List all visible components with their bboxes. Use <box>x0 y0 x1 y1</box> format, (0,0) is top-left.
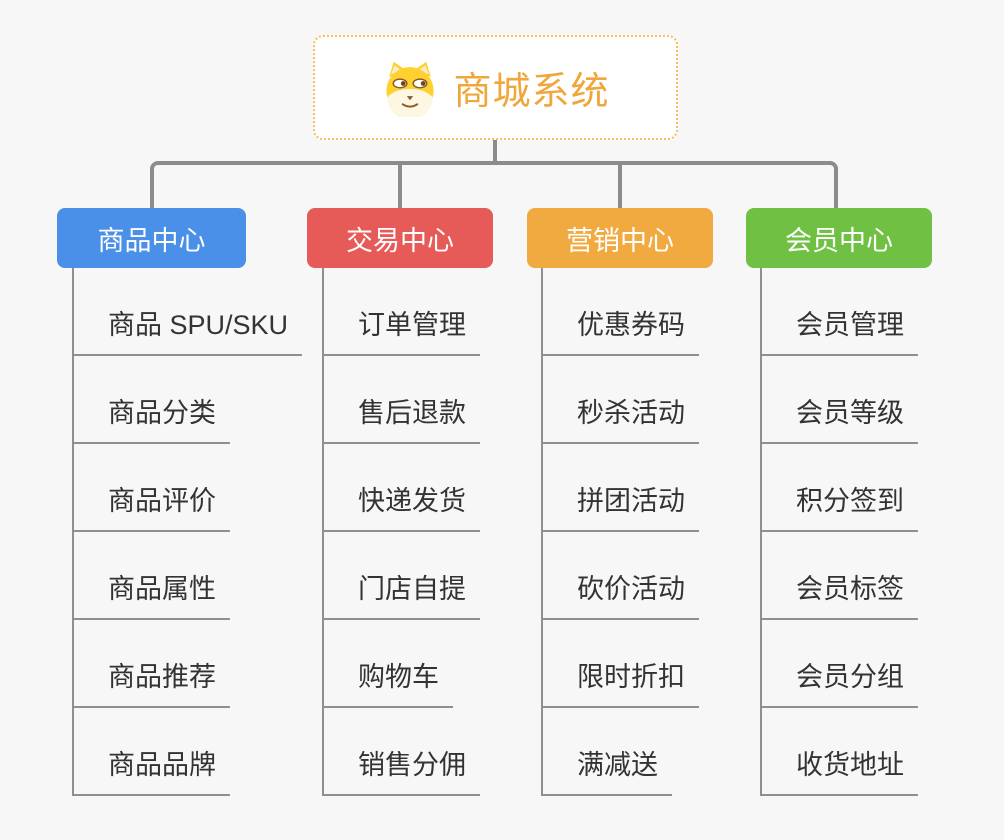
leaf-label: 积分签到 <box>762 479 918 532</box>
branch-node-marketing-center[interactable]: 营销中心 <box>527 208 713 268</box>
branch-node-trade-center[interactable]: 交易中心 <box>307 208 493 268</box>
leaf-node[interactable]: 限时折扣 <box>543 620 699 708</box>
leaf-node[interactable]: 积分签到 <box>762 444 918 532</box>
leaf-column-product: 商品 SPU/SKU 商品分类 商品评价 商品属性 商品推荐 商品品牌 <box>72 268 303 796</box>
leaf-label: 优惠券码 <box>543 303 699 356</box>
leaf-label: 商品品牌 <box>74 743 230 796</box>
branch-label: 会员中心 <box>785 225 893 256</box>
leaf-node[interactable]: 会员标签 <box>762 532 918 620</box>
leaf-label: 购物车 <box>324 655 453 708</box>
branch-label: 交易中心 <box>346 225 454 256</box>
leaf-column-trade: 订单管理 售后退款 快递发货 门店自提 购物车 销售分佣 <box>322 268 480 796</box>
root-node-mall-system[interactable]: 商城系统 <box>313 35 678 140</box>
leaf-label: 满减送 <box>543 743 672 796</box>
connector-drop-branch-3 <box>618 163 622 209</box>
leaf-column-member: 会员管理 会员等级 积分签到 会员标签 会员分组 收货地址 <box>760 268 918 796</box>
leaf-node[interactable]: 购物车 <box>324 620 480 708</box>
leaf-label: 会员分组 <box>762 655 918 708</box>
leaf-label: 订单管理 <box>324 303 480 356</box>
leaf-label: 会员等级 <box>762 391 918 444</box>
leaf-label: 快递发货 <box>324 479 480 532</box>
connector-root-drop <box>493 140 497 163</box>
leaf-node[interactable]: 商品属性 <box>74 532 302 620</box>
leaf-node[interactable]: 商品评价 <box>74 444 302 532</box>
connector-drop-branch-2 <box>398 163 402 209</box>
leaf-node[interactable]: 门店自提 <box>324 532 480 620</box>
leaf-node[interactable]: 会员等级 <box>762 356 918 444</box>
leaf-node[interactable]: 砍价活动 <box>543 532 699 620</box>
leaf-node[interactable]: 商品分类 <box>74 356 302 444</box>
leaf-node[interactable]: 快递发货 <box>324 444 480 532</box>
leaf-label: 限时折扣 <box>543 655 699 708</box>
branch-node-member-center[interactable]: 会员中心 <box>746 208 932 268</box>
branch-label: 商品中心 <box>97 225 206 256</box>
leaf-label: 商品评价 <box>74 479 230 532</box>
root-title: 商城系统 <box>453 71 610 113</box>
leaf-label: 售后退款 <box>324 391 480 444</box>
leaf-node[interactable]: 会员分组 <box>762 620 918 708</box>
leaf-label: 会员管理 <box>762 303 918 356</box>
leaf-label: 拼团活动 <box>543 479 699 532</box>
leaf-node[interactable]: 会员管理 <box>762 268 918 356</box>
leaf-label: 收货地址 <box>762 743 918 796</box>
connector-branch-frame <box>150 161 838 209</box>
dog-face-icon <box>381 59 439 117</box>
leaf-node[interactable]: 商品推荐 <box>74 620 302 708</box>
leaf-node[interactable]: 销售分佣 <box>324 708 480 796</box>
leaf-label: 砍价活动 <box>543 567 699 620</box>
leaf-node[interactable]: 收货地址 <box>762 708 918 796</box>
leaf-node[interactable]: 商品 SPU/SKU <box>74 268 303 356</box>
leaf-label: 商品 SPU/SKU <box>74 303 303 356</box>
leaf-column-marketing: 优惠券码 秒杀活动 拼团活动 砍价活动 限时折扣 满减送 <box>541 268 699 796</box>
leaf-label: 商品推荐 <box>74 655 230 708</box>
leaf-node[interactable]: 满减送 <box>543 708 699 796</box>
leaf-node[interactable]: 订单管理 <box>324 268 480 356</box>
leaf-label: 商品属性 <box>74 567 230 620</box>
leaf-label: 销售分佣 <box>324 743 480 796</box>
leaf-node[interactable]: 售后退款 <box>324 356 480 444</box>
leaf-label: 会员标签 <box>762 567 918 620</box>
branch-node-product-center[interactable]: 商品中心 <box>57 208 246 268</box>
leaf-label: 商品分类 <box>74 391 230 444</box>
leaf-label: 秒杀活动 <box>543 391 699 444</box>
leaf-node[interactable]: 拼团活动 <box>543 444 699 532</box>
leaf-node[interactable]: 秒杀活动 <box>543 356 699 444</box>
leaf-node[interactable]: 商品品牌 <box>74 708 302 796</box>
leaf-node[interactable]: 优惠券码 <box>543 268 699 356</box>
branch-label: 营销中心 <box>566 225 674 256</box>
leaf-label: 门店自提 <box>324 567 480 620</box>
